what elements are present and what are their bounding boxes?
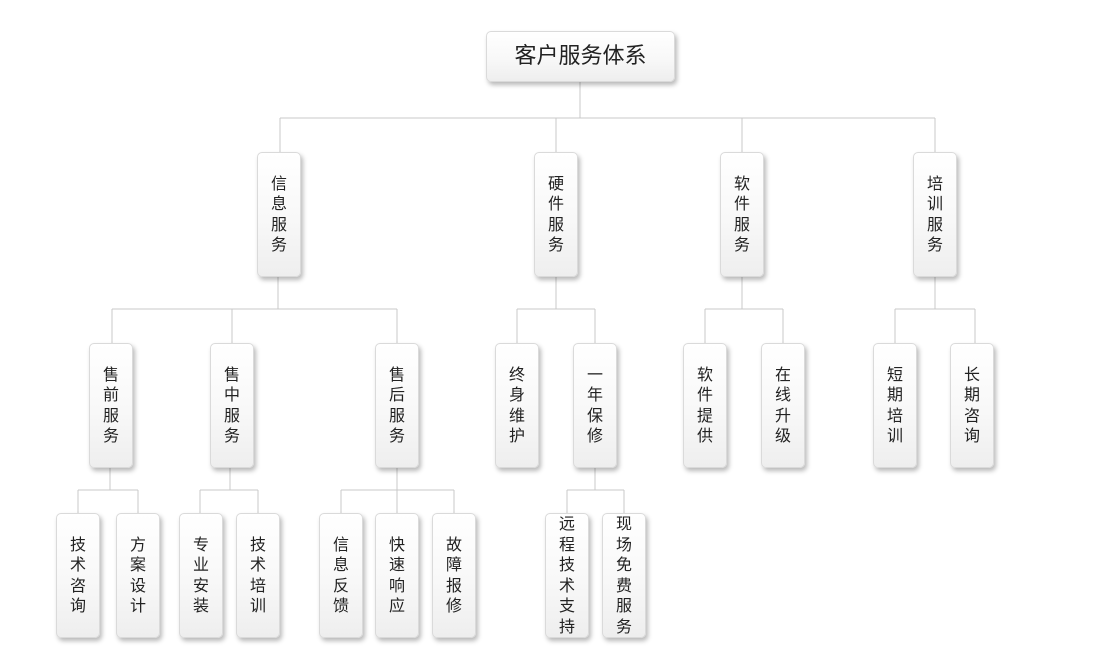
- node-software-service: 软件服务: [720, 152, 764, 277]
- node-label: 售前服务: [102, 364, 119, 446]
- node-presale-service: 售前服务: [89, 343, 133, 468]
- node-fault-report: 故障报修: [432, 513, 476, 638]
- node-label: 培训服务: [926, 173, 943, 255]
- node-info-service: 信息服务: [257, 152, 301, 277]
- node-info-feedback: 信息反馈: [319, 513, 363, 638]
- node-label: 专业安装: [192, 534, 209, 616]
- node-tech-consulting: 技术咨询: [56, 513, 100, 638]
- node-label: 售中服务: [223, 364, 240, 446]
- node-solution-design: 方案设计: [116, 513, 160, 638]
- node-label: 在线升级: [774, 364, 791, 446]
- node-hardware-service: 硬件服务: [534, 152, 578, 277]
- node-lifetime-maintenance: 终身维护: [495, 343, 539, 468]
- node-label: 软件提供: [696, 364, 713, 446]
- node-label: 信息反馈: [332, 534, 349, 616]
- node-label: 快速响应: [388, 534, 405, 616]
- node-onsite-free-service: 现场免费服务: [602, 513, 646, 638]
- node-long-term-consulting: 长期咨询: [950, 343, 994, 468]
- node-professional-install: 专业安装: [179, 513, 223, 638]
- node-software-provision: 软件提供: [683, 343, 727, 468]
- node-short-term-training: 短期培训: [873, 343, 917, 468]
- node-label: 软件服务: [733, 173, 750, 255]
- node-label: 短期培训: [886, 364, 903, 446]
- node-label: 硬件服务: [547, 173, 564, 255]
- node-aftersale-service: 售后服务: [375, 343, 419, 468]
- node-label: 终身维护: [508, 364, 525, 446]
- node-tech-training: 技术培训: [236, 513, 280, 638]
- node-label: 故障报修: [445, 534, 462, 616]
- node-root-label: 客户服务体系: [514, 43, 647, 69]
- node-training-service: 培训服务: [913, 152, 957, 277]
- node-label: 方案设计: [129, 534, 146, 616]
- node-root: 客户服务体系: [486, 31, 675, 82]
- node-label: 技术咨询: [69, 534, 86, 616]
- node-label: 长期咨询: [963, 364, 980, 446]
- node-label: 远程技术支持: [558, 514, 575, 636]
- node-label: 现场免费服务: [615, 514, 632, 636]
- node-one-year-warranty: 一年保修: [573, 343, 617, 468]
- node-label: 技术培训: [249, 534, 266, 616]
- node-label: 售后服务: [388, 364, 405, 446]
- node-label: 信息服务: [270, 173, 287, 255]
- node-fast-response: 快速响应: [375, 513, 419, 638]
- node-remote-tech-support: 远程技术支持: [545, 513, 589, 638]
- node-online-upgrade: 在线升级: [761, 343, 805, 468]
- node-insale-service: 售中服务: [210, 343, 254, 468]
- node-label: 一年保修: [586, 364, 603, 446]
